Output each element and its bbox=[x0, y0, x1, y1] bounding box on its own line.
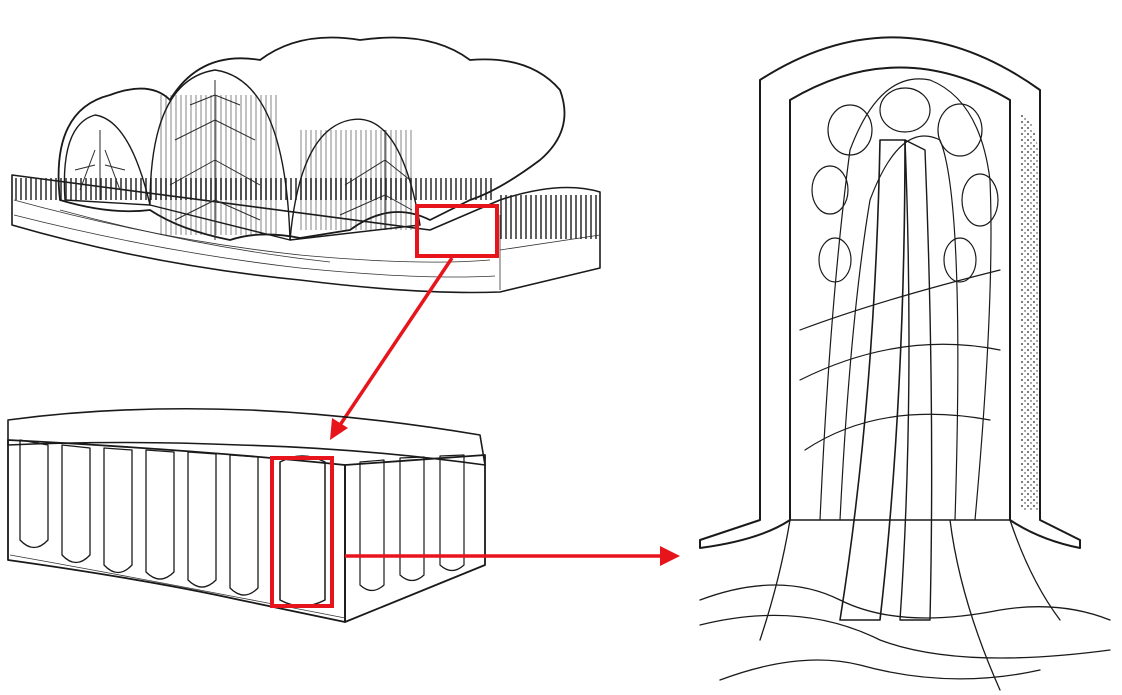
villus-capillary-drawing bbox=[700, 37, 1110, 690]
zoom-arrow-2 bbox=[345, 546, 680, 566]
villi-block-drawing bbox=[8, 409, 485, 622]
cutaway-villus bbox=[280, 456, 325, 606]
mucosal-fold-drawing bbox=[12, 38, 600, 293]
central-vessels bbox=[840, 140, 932, 620]
fold-cross-section-center bbox=[150, 70, 290, 240]
villi-tubes-side bbox=[360, 455, 464, 591]
highlight-box-villus bbox=[272, 458, 332, 606]
capillary-network bbox=[800, 79, 1000, 520]
villi-tubes-front bbox=[20, 440, 258, 595]
highlight-box-fold bbox=[417, 206, 497, 256]
fold-cross-section-right bbox=[290, 119, 420, 240]
